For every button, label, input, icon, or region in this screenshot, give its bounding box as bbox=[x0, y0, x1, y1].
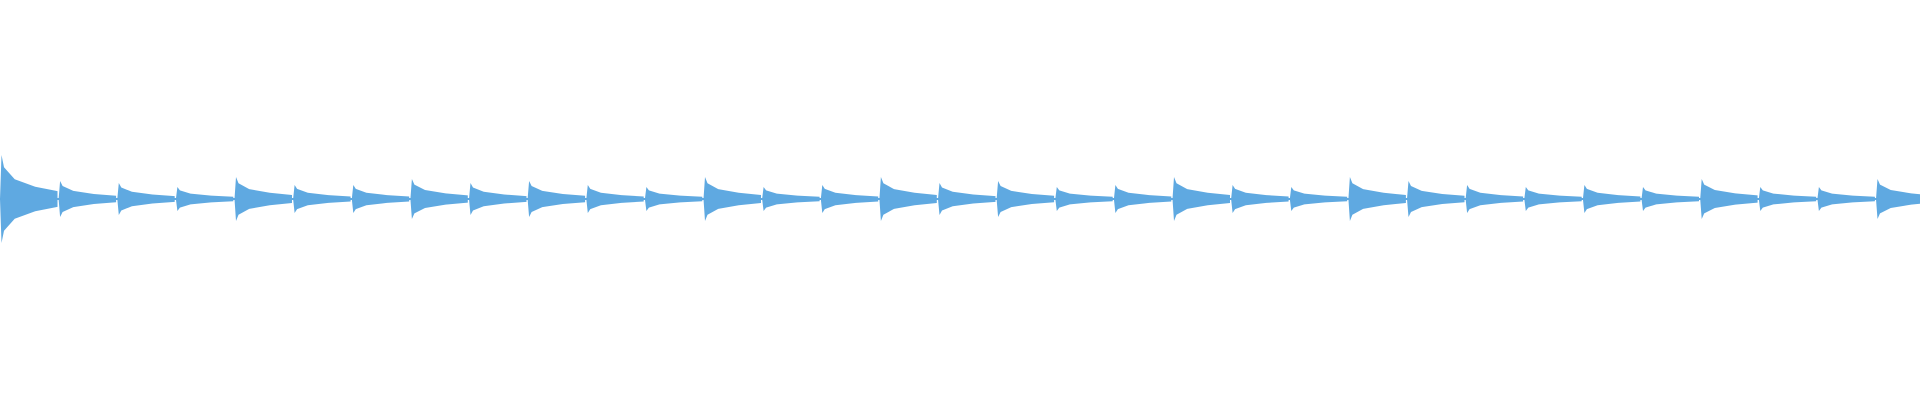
waveform-pulse bbox=[527, 181, 586, 217]
waveform-pulse bbox=[1758, 187, 1817, 211]
waveform-pulse bbox=[1407, 181, 1465, 217]
waveform-pulse bbox=[703, 177, 761, 221]
waveform-pulse bbox=[938, 183, 996, 215]
waveform-pulse bbox=[1465, 185, 1524, 213]
waveform-pulse bbox=[117, 183, 175, 215]
waveform-pulses bbox=[0, 155, 1920, 243]
waveform-pulse bbox=[1582, 185, 1641, 213]
waveform-pulse bbox=[1641, 187, 1699, 211]
waveform-pulse bbox=[351, 185, 410, 213]
waveform-pulse bbox=[1817, 187, 1875, 211]
waveform-pulse bbox=[1700, 179, 1758, 219]
waveform-pulse bbox=[469, 183, 527, 215]
waveform-pulse bbox=[1172, 177, 1230, 221]
waveform-pulse bbox=[762, 187, 820, 211]
waveform-pulse bbox=[879, 177, 937, 221]
waveform-pulse bbox=[996, 181, 1055, 217]
waveform-pulse bbox=[1231, 185, 1289, 213]
waveform-pulse bbox=[0, 155, 58, 243]
waveform-pulse bbox=[1113, 185, 1172, 213]
waveform-pulse bbox=[58, 181, 117, 217]
waveform-pulse bbox=[293, 185, 351, 213]
waveform-pulse bbox=[586, 185, 644, 213]
waveform-pulse bbox=[175, 187, 234, 211]
waveform-pulse bbox=[644, 187, 703, 211]
waveform-pulse bbox=[1876, 179, 1920, 219]
waveform-pulse bbox=[820, 185, 879, 213]
waveform-pulse bbox=[1289, 187, 1348, 211]
waveform-pulse bbox=[1055, 187, 1113, 211]
waveform-pulse bbox=[1524, 187, 1582, 211]
waveform-pulse bbox=[234, 177, 292, 221]
waveform-pulse bbox=[1348, 177, 1406, 221]
waveform-pulse bbox=[410, 179, 468, 219]
